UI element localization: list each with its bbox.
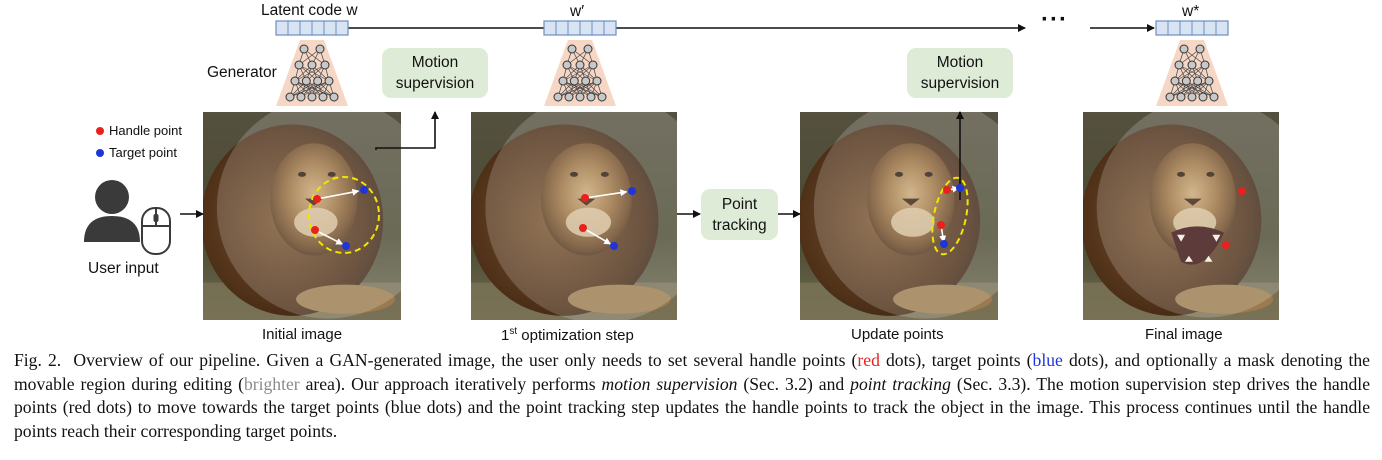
motion-supervision-box-2: Motion supervision (907, 48, 1013, 98)
motion-supervision-line-2: supervision (920, 75, 1000, 92)
legend-target-label: Target point (109, 145, 177, 160)
edit-points-update (931, 176, 969, 256)
update-points-label: Update points (851, 326, 944, 343)
step-ordinal: st (509, 326, 518, 337)
ellipsis: ··· (1041, 6, 1068, 33)
optimization-step-label: 1st optimization step (501, 326, 634, 344)
pipeline-diagram (84, 20, 1279, 320)
legend-handle-point: Handle point (96, 123, 182, 138)
caption-motion-supervision: motion supervision (601, 373, 738, 394)
caption-red: red (857, 350, 880, 370)
initial-image-label: Initial image (262, 326, 343, 343)
step-number: 1 (501, 327, 510, 344)
caption-text-5: (Sec. 3.2) and (737, 373, 851, 394)
update-points-image (800, 112, 998, 320)
caption-text-1: Overview of our pipeline. Given a GAN-ge… (73, 350, 858, 370)
point-tracking-box: Point tracking (701, 189, 778, 240)
generator-network-1 (276, 40, 348, 106)
blue-dot-icon (96, 149, 104, 157)
point-tracking-line-2: tracking (712, 216, 767, 234)
user-icon (84, 180, 140, 242)
edit-points-initial (308, 176, 380, 254)
generator-label: Generator (207, 64, 277, 81)
caption-point-tracking: point tracking (850, 373, 951, 394)
mouse-icon (141, 207, 171, 255)
to-motion-supervision-arrow-1 (375, 111, 439, 150)
initial-image (203, 112, 401, 320)
motion-supervision-line-2: supervision (395, 75, 475, 92)
latent-code-label: Latent code w (261, 2, 358, 19)
legend-target-point: Target point (96, 145, 177, 160)
caption-fig-number: Fig. 2. (14, 350, 62, 370)
latent-code-w (275, 20, 349, 36)
motion-supervision-box-1: Motion supervision (382, 48, 488, 98)
caption-text-4: area). Our approach iteratively performs (299, 373, 602, 394)
final-image-label: Final image (1145, 326, 1223, 343)
latent-code-w-prime (543, 20, 617, 36)
point-tracking-line-1: Point (721, 195, 758, 213)
latent-code-w-star (1155, 20, 1229, 36)
generator-network-3 (1156, 40, 1228, 106)
final-image (1083, 112, 1279, 320)
caption-text-2: dots), target points ( (879, 350, 1033, 370)
user-input-label: User input (88, 260, 159, 277)
edit-points-final (1222, 187, 1246, 249)
red-dot-icon (96, 127, 104, 135)
optimization-step-image (471, 112, 677, 320)
caption-text-6: (Sec. 3.3). The motion supervision step … (14, 373, 1370, 441)
edit-points-step (579, 187, 636, 250)
motion-supervision-line-1: Motion (936, 54, 984, 71)
w-star-label: w* (1182, 3, 1200, 20)
generator-network-2 (544, 40, 616, 106)
figure-caption: Fig. 2. Overview of our pipeline. Given … (14, 349, 1370, 443)
legend-handle-label: Handle point (109, 123, 182, 138)
caption-blue: blue (1032, 350, 1063, 370)
pipeline-figure: Latent code w w′ w* Generator ··· Motion… (84, 2, 1279, 344)
step-rest: optimization step (517, 327, 634, 344)
w-prime-label: w′ (570, 3, 585, 20)
motion-supervision-line-1: Motion (411, 54, 459, 71)
caption-brighter: brighter (243, 373, 300, 394)
caption-text-3: dots), and optionally a mask denoting th… (14, 350, 1370, 394)
